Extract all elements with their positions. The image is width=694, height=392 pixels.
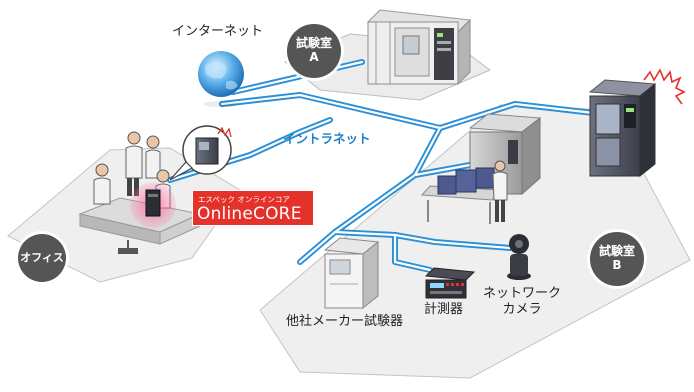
room-b-badge-line1: 試験室 xyxy=(598,244,635,259)
room-b-platform xyxy=(259,104,691,379)
intranet-label: イントラネット xyxy=(283,131,371,146)
online-core-logo: OnlineCORE xyxy=(197,204,302,224)
small-chambers-on-table xyxy=(420,167,501,224)
internet-label: インターネット xyxy=(172,24,264,39)
network-camera-device xyxy=(507,234,531,280)
room-a-badge-line1: 試験室 xyxy=(295,36,332,51)
room-a-badge-line2: A xyxy=(309,50,319,64)
office-badge-label: オフィス xyxy=(20,250,64,264)
measuring-instrument-device xyxy=(424,267,476,299)
network-camera-label: ネットワーク カメラ xyxy=(480,286,564,317)
office-badge: オフィス xyxy=(18,234,66,282)
office-pc-tower-icon xyxy=(145,189,161,217)
room-b-badge: 試験室 B xyxy=(590,232,644,286)
online-core-caption: エスペック オンラインコア xyxy=(198,195,290,204)
room-b-badge-line2: B xyxy=(612,258,622,272)
chamber-alert-callout xyxy=(169,125,232,181)
other-maker-equipment-unit xyxy=(323,237,380,310)
room-a-badge: 試験室 A xyxy=(287,24,341,78)
network-camera-label-line1: ネットワーク xyxy=(482,286,561,301)
internet-globe-icon xyxy=(198,51,244,107)
room-b-dark-chamber xyxy=(588,79,657,178)
other-maker-equipment-label: 他社メーカー試験器 xyxy=(286,314,404,329)
measuring-instrument-label: 計測器 xyxy=(424,302,464,317)
online-core-logo-box: エスペック オンラインコア OnlineCORE xyxy=(192,190,314,226)
network-camera-label-line2: カメラ xyxy=(502,301,542,317)
lab-technician-figure xyxy=(492,160,508,222)
alert-burst-icon xyxy=(643,68,686,105)
room-a-walkin-chamber xyxy=(366,9,472,86)
